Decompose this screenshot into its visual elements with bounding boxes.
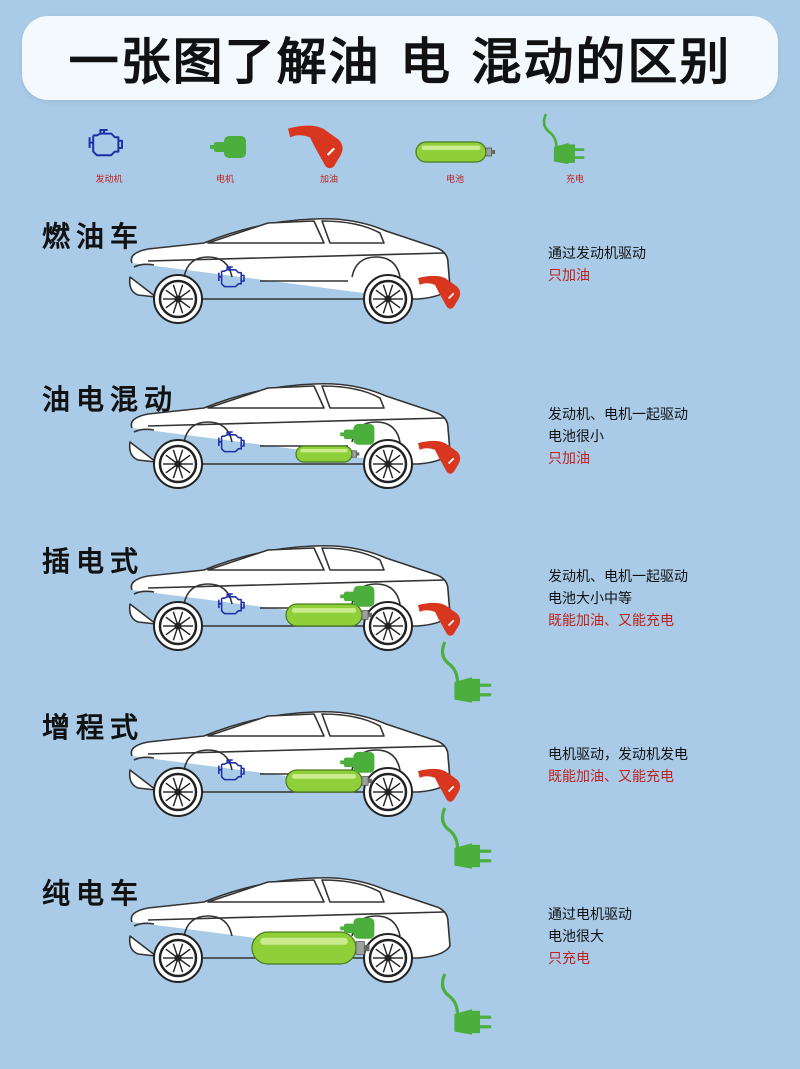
car-diagram xyxy=(118,382,518,496)
legend-label: 电机 xyxy=(215,175,234,185)
wheel xyxy=(153,933,203,983)
row-description: 发动机、电机一起驱动电池很小只加油 xyxy=(548,404,688,470)
car-illustration xyxy=(128,544,492,703)
car-outline xyxy=(128,217,451,300)
legend: 发动机 电机 加油 电池 充电 xyxy=(0,112,800,192)
wheel xyxy=(363,933,413,983)
fuel-nozzle-icon xyxy=(418,602,461,636)
wheel xyxy=(363,767,413,817)
car-illustration xyxy=(128,710,492,869)
description-line: 电池大小中等 xyxy=(548,591,632,607)
description-line: 通过发动机驱动 xyxy=(548,246,646,262)
row-description: 电机驱动，发动机发电既能加油、又能充电 xyxy=(548,744,688,788)
motor-icon xyxy=(210,136,246,158)
car-diagram xyxy=(118,876,518,1040)
motor-icon xyxy=(340,585,375,607)
description-line: 只加油 xyxy=(548,451,590,467)
motor-icon xyxy=(340,751,375,773)
description-line: 发动机、电机一起驱动 xyxy=(548,569,688,585)
fuel-nozzle-icon xyxy=(418,440,461,474)
charging-plug-icon xyxy=(440,973,492,1035)
charging-plug-icon xyxy=(440,641,492,703)
car-diagram xyxy=(118,217,518,331)
wheel xyxy=(153,274,203,324)
description-line: 电池很大 xyxy=(548,929,604,945)
battery-icon xyxy=(415,141,496,163)
legend-label: 电池 xyxy=(445,175,464,185)
legend-label: 加油 xyxy=(319,175,338,185)
engine-icon xyxy=(218,759,245,781)
row-title: 油电混动 xyxy=(42,383,179,416)
row-title: 增程式 xyxy=(42,711,145,744)
car-type-row: 油电混动 发动机、电机一起驱动电池很小只加油 xyxy=(0,378,800,543)
legend-item-charging-plug: 充电 xyxy=(530,112,620,188)
fuel-nozzle-icon xyxy=(418,275,461,309)
description-line: 电机驱动，发动机发电 xyxy=(548,747,688,763)
row-description: 通过电机驱动电池很大只充电 xyxy=(548,904,632,970)
legend-item-motor: 电机 xyxy=(180,112,270,188)
battery-icon xyxy=(251,931,370,965)
battery-icon xyxy=(285,769,372,793)
battery-icon xyxy=(285,603,372,627)
motor-icon xyxy=(340,423,375,445)
engine-icon xyxy=(218,266,245,288)
motor-icon xyxy=(340,917,375,939)
row-description: 通过发动机驱动只加油 xyxy=(548,243,646,287)
car-diagram xyxy=(118,710,518,874)
description-line: 通过电机驱动 xyxy=(548,907,632,923)
description-line: 只加油 xyxy=(548,268,590,284)
car-type-row: 纯电车 通过电机驱动电池很大只充电 xyxy=(0,872,800,1037)
legend-label: 充电 xyxy=(565,175,584,185)
car-illustration xyxy=(128,382,461,489)
description-line: 既能加油、又能充电 xyxy=(548,613,674,629)
wheel xyxy=(153,767,203,817)
wheel xyxy=(363,274,413,324)
row-title: 燃油车 xyxy=(42,220,145,253)
wheel xyxy=(363,439,413,489)
car-type-row: 增程式 电机驱动，发动机发电既能加油、又能充 xyxy=(0,706,800,871)
description-line: 既能加油、又能充电 xyxy=(548,769,674,785)
legend-item-fuel-nozzle: 加油 xyxy=(284,112,374,188)
car-diagram xyxy=(118,544,518,708)
fuel-nozzle-icon xyxy=(418,768,461,802)
page-title: 一张图了解油 电 混动的区别 xyxy=(68,33,732,91)
charging-plug-icon xyxy=(542,113,585,165)
engine-icon xyxy=(88,129,123,157)
car-illustration xyxy=(128,876,492,1035)
car-type-row: 插电式 发动机、电机一起驱动电池大小中等既能 xyxy=(0,540,800,705)
wheel xyxy=(153,439,203,489)
description-line: 只充电 xyxy=(548,951,590,967)
legend-item-engine: 发动机 xyxy=(64,112,154,188)
legend-item-battery: 电池 xyxy=(410,112,500,188)
row-title: 纯电车 xyxy=(42,877,145,910)
wheel xyxy=(363,601,413,651)
row-title: 插电式 xyxy=(42,545,145,578)
battery-icon xyxy=(295,445,360,463)
wheel xyxy=(153,601,203,651)
description-line: 电池很小 xyxy=(548,429,604,445)
car-type-row: 燃油车 通过发动机驱动只加油 xyxy=(0,215,800,380)
engine-icon xyxy=(218,593,245,615)
title-banner: 一张图了解油 电 混动的区别 xyxy=(22,16,778,100)
engine-icon xyxy=(218,431,245,453)
car-illustration xyxy=(128,217,461,324)
row-description: 发动机、电机一起驱动电池大小中等既能加油、又能充电 xyxy=(548,566,688,632)
legend-label: 发动机 xyxy=(95,175,123,185)
fuel-nozzle-icon xyxy=(288,125,343,169)
description-line: 发动机、电机一起驱动 xyxy=(548,407,688,423)
charging-plug-icon xyxy=(440,807,492,869)
